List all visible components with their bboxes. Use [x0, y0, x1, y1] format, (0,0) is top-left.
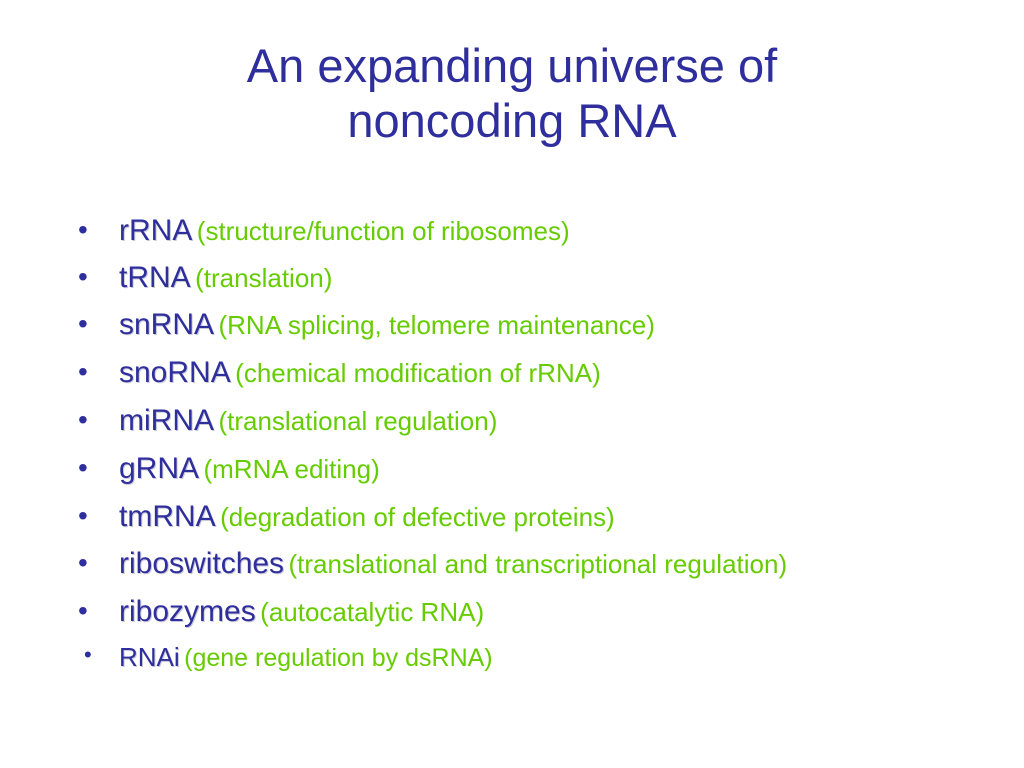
bullet-term: rRNA: [119, 214, 193, 247]
bullet-term: RNAi: [119, 642, 180, 672]
bullet-description: (gene regulation by dsRNA): [184, 644, 493, 672]
bullet-description: (translation): [195, 263, 333, 293]
bullet-description: (chemical modification of rRNA): [235, 358, 601, 388]
bullet-term: gRNA: [119, 452, 200, 485]
bullet-term: miRNA: [119, 404, 214, 437]
bullet-icon: •: [78, 452, 88, 483]
bullet-term: tRNA: [119, 261, 191, 294]
bullet-description: (translational regulation): [218, 406, 498, 436]
bullet-description: (degradation of defective proteins): [220, 502, 615, 532]
bullet-icon: •: [84, 642, 92, 667]
bullet-term: ribozymes: [119, 595, 256, 628]
bullet-term: tmRNA: [119, 500, 216, 533]
slide-title-line-1: An expanding universe of: [246, 39, 778, 92]
slide-title-line-2: noncoding RNA: [347, 94, 677, 147]
bullet-description: (structure/function of ribosomes): [196, 216, 570, 246]
bullet-icon: •: [78, 214, 88, 245]
bullet-term: snoRNA: [119, 356, 231, 389]
bullet-icon: •: [78, 595, 88, 626]
slide-title: An expanding universe of noncoding RNA: [112, 38, 912, 148]
bullet-icon: •: [78, 261, 88, 292]
bullet-description: (autocatalytic RNA): [260, 597, 485, 627]
bullet-icon: •: [78, 547, 88, 578]
bullet-icon: •: [78, 356, 88, 387]
bullet-description: (mRNA editing): [203, 454, 380, 484]
bullet-icon: •: [78, 500, 88, 531]
bullet-icon: •: [78, 404, 88, 435]
bullet-term: snRNA: [119, 308, 215, 341]
bullet-icon: •: [78, 308, 88, 339]
bullet-description: (RNA splicing, telomere maintenance): [218, 310, 655, 340]
bullet-term: riboswitches: [119, 547, 285, 580]
bullet-description: (translational and transcriptional regul…: [288, 549, 788, 579]
